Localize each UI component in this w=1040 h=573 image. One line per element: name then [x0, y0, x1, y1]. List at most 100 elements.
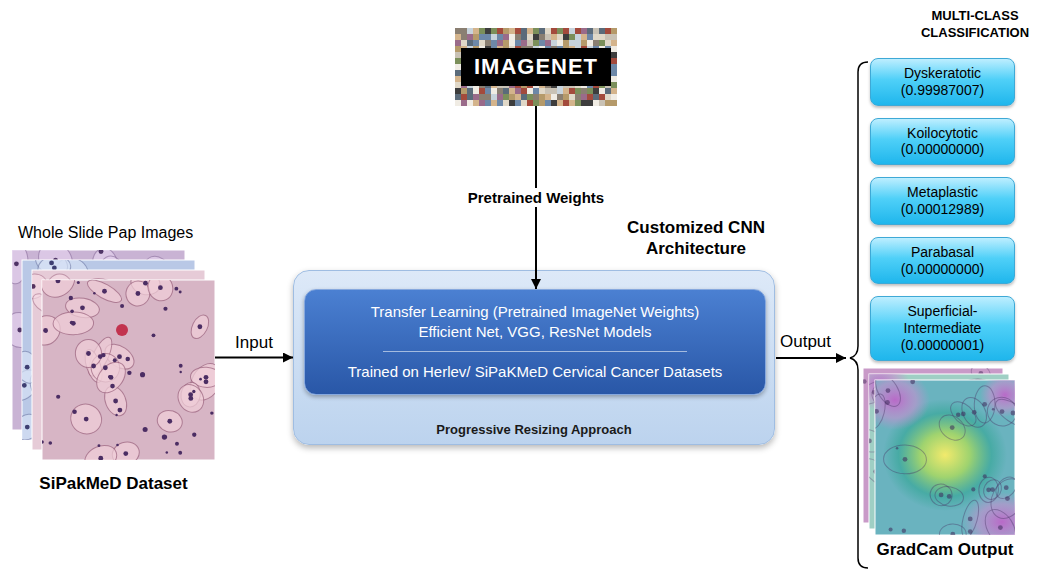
cell-nucleus: [91, 364, 96, 369]
class-probability: (0.00012989): [875, 201, 1010, 218]
stain-dot: [210, 411, 213, 414]
mosaic-tile: [467, 40, 473, 46]
cell-nucleus: [103, 365, 108, 370]
mosaic-tile: [485, 28, 491, 34]
section-heading: MULTI-CLASS CLASSIFICATION: [910, 8, 1040, 42]
stain-dot: [163, 307, 167, 311]
cell-shape: [144, 280, 178, 305]
mosaic-tile: [473, 40, 479, 46]
mosaic-tile: [557, 100, 563, 106]
mosaic-tile: [569, 100, 575, 106]
mosaic-tile: [611, 40, 617, 46]
cell-nucleus: [98, 456, 103, 460]
mosaic-tile: [515, 28, 521, 34]
mosaic-tile: [485, 40, 491, 46]
cell-nucleus: [43, 328, 48, 333]
mosaic-tile: [479, 94, 485, 100]
mosaic-tile: [485, 100, 491, 106]
mosaic-tile: [473, 94, 479, 100]
mosaic-tile: [539, 28, 545, 34]
mosaic-tile: [587, 34, 593, 40]
mosaic-tile: [611, 100, 617, 106]
mosaic-tile: [497, 34, 503, 40]
mosaic-tile: [545, 28, 551, 34]
edge-label: Pretrained Weights: [464, 188, 608, 207]
cell-nucleus: [143, 281, 148, 286]
stain-dot: [192, 390, 195, 393]
stain-dot: [910, 380, 915, 384]
stain-dot: [117, 408, 122, 413]
mosaic-tile: [485, 88, 491, 94]
class-probability: (0.99987007): [875, 82, 1010, 99]
mosaic-tile: [479, 34, 485, 40]
mosaic-tile: [563, 100, 569, 106]
mosaic-tile: [455, 40, 461, 46]
mosaic-tile: [605, 100, 611, 106]
mosaic-tile: [551, 88, 557, 94]
stain-dot: [179, 364, 183, 368]
cell-shape: [875, 380, 906, 411]
mosaic-tile: [497, 94, 503, 100]
stain-dot: [99, 250, 104, 254]
stain-dot: [93, 292, 96, 295]
mosaic-tile: [545, 40, 551, 46]
mosaic-tile: [491, 28, 497, 34]
mosaic-tile: [569, 28, 575, 34]
mosaic-tile: [599, 88, 605, 94]
cell-nucleus: [939, 493, 944, 498]
cell-nucleus: [25, 425, 30, 430]
gradcam-stack: [850, 360, 1040, 552]
mosaic-tile: [605, 34, 611, 40]
class-name: Metaplastic: [875, 184, 1010, 201]
cell-nucleus: [990, 487, 995, 492]
mosaic-tile: [533, 34, 539, 40]
mosaic-tile: [587, 100, 593, 106]
heading-text: GradCam Output: [855, 540, 1035, 560]
mosaic-tile: [563, 34, 569, 40]
mosaic-tile: [587, 40, 593, 46]
mosaic-tile: [557, 34, 563, 40]
gradcam-stack: GradCam Output: [875, 380, 1015, 535]
cell-nucleus: [158, 285, 163, 290]
mosaic-tile: [527, 100, 533, 106]
stain-dot: [902, 528, 906, 532]
mosaic-tile: [503, 100, 509, 106]
cell-shape: [883, 444, 927, 474]
mosaic-tile: [575, 28, 581, 34]
stain-dot: [192, 433, 196, 437]
stain-dot: [125, 357, 129, 361]
mosaic-tile: [461, 40, 467, 46]
stain-dot: [971, 487, 975, 491]
mosaic-tile: [527, 34, 533, 40]
class-probability: (0.00000001): [875, 337, 1010, 354]
mosaic-tile: [509, 88, 515, 94]
mosaic-tile: [473, 28, 479, 34]
mosaic-tile: [551, 100, 557, 106]
mosaic-tile: [545, 100, 551, 106]
mosaic-tile: [587, 94, 593, 100]
mosaic-tile: [557, 94, 563, 100]
cell-nucleus: [1004, 485, 1009, 490]
model-box: Transfer Learning (Pretrained ImageNet W…: [304, 289, 766, 395]
stain-dot: [162, 435, 167, 440]
cell-nucleus: [972, 410, 977, 415]
mosaic-tile: [605, 94, 611, 100]
mosaic-tile: [593, 94, 599, 100]
mosaic-tile: [551, 94, 557, 100]
mosaic-tile: [593, 34, 599, 40]
mosaic-tile: [479, 88, 485, 94]
imagenet-logo: IMAGENET: [455, 28, 617, 106]
mosaic-tile: [455, 94, 461, 100]
cell-nucleus: [25, 365, 30, 370]
cell-nucleus: [86, 351, 91, 356]
mosaic-tile: [581, 88, 587, 94]
heading-text: Whole Slide Pap Images: [18, 224, 193, 242]
mosaic-tile: [599, 100, 605, 106]
mosaic-tile: [581, 100, 587, 106]
cell-shape: [875, 392, 888, 430]
stain-dot: [152, 333, 156, 337]
mosaic-tile: [521, 100, 527, 106]
mosaic-tile: [533, 40, 539, 46]
mosaic-tile: [581, 34, 587, 40]
mosaic-tile: [611, 34, 617, 40]
